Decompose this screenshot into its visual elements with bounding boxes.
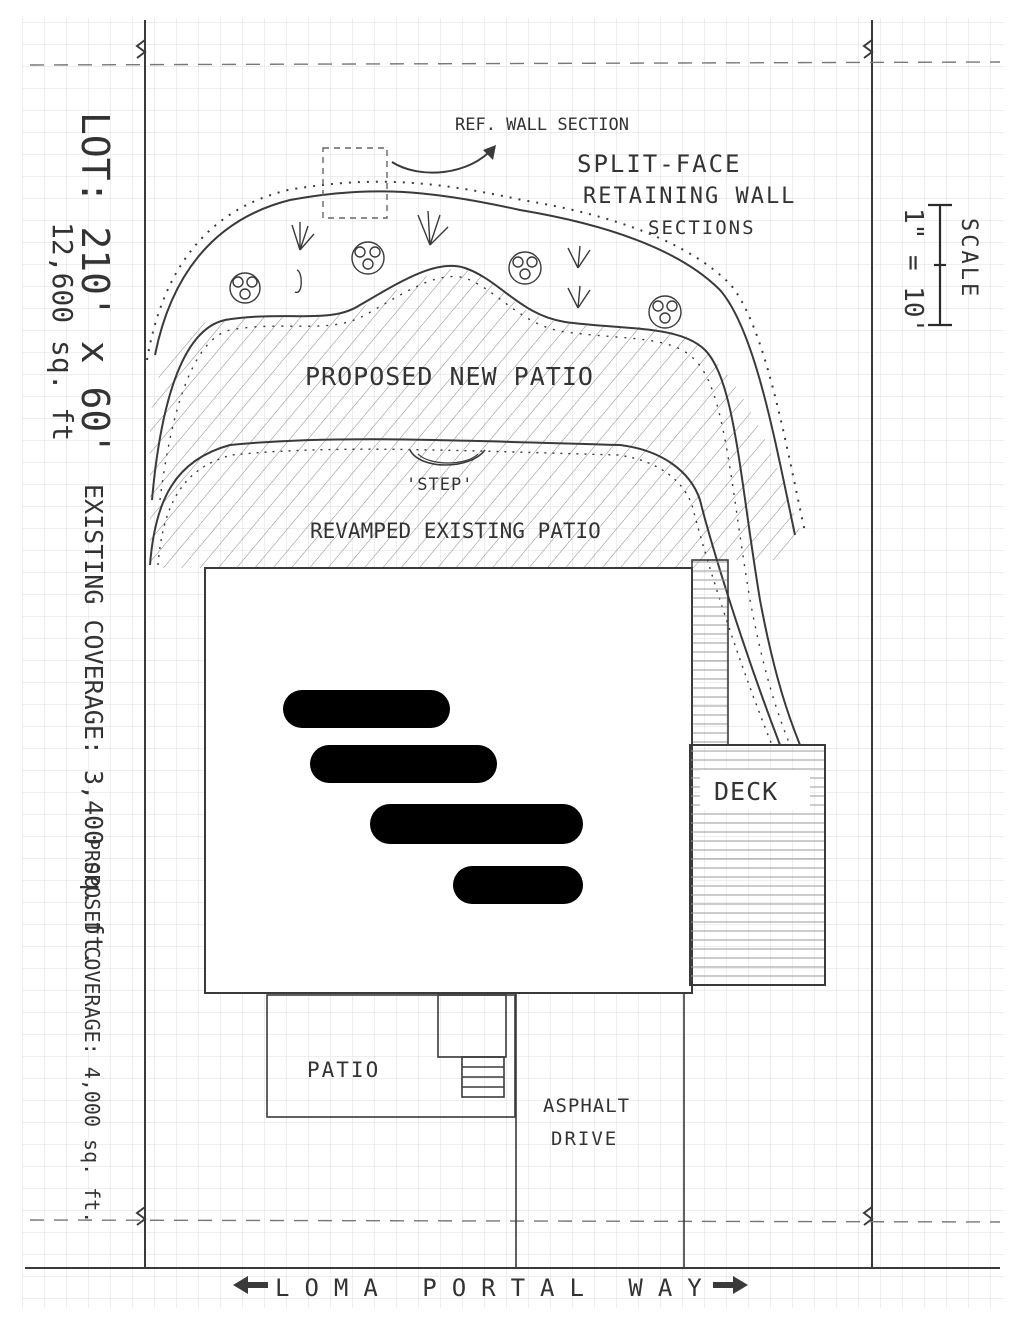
proposed-patio-label: PROPOSED NEW PATIO: [305, 362, 594, 391]
redaction-bar: [283, 690, 450, 728]
redaction-bars: [283, 690, 583, 904]
front-patio: [266, 994, 516, 1118]
proposed-coverage: PROPOSED COVERAGE: 4,000 sq. ft.: [80, 838, 104, 1223]
grass-icon: [291, 222, 315, 251]
scale-bar: [928, 203, 952, 327]
scale-label: SCALE: [956, 218, 981, 299]
wall-section-marker: [322, 147, 388, 219]
grass-icon: [567, 245, 591, 269]
asphalt-label-2: DRIVE: [551, 1128, 618, 1150]
scale-value: 1" = 10': [898, 208, 928, 333]
ref-wall-section-label: REF. WALL SECTION: [455, 115, 629, 135]
arrow-left-icon: [233, 1276, 268, 1294]
ref-arrow: [391, 147, 494, 174]
middle-retaining-wall: [151, 264, 801, 746]
lot-dimensions: LOT: 210' x 60': [73, 112, 117, 455]
property-lines: [25, 20, 1000, 1269]
street-name: LOMA PORTAL WAY: [275, 1274, 717, 1302]
outer-retaining-wall: [154, 190, 796, 536]
plant-hook-icon: [294, 269, 302, 293]
lot-area: 12,600 sq. ft: [46, 222, 79, 441]
split-face-label-2: RETAINING WALL: [583, 184, 796, 209]
existing-coverage: EXISTING COVERAGE: 3,400 sq. ft.: [79, 484, 108, 966]
shrub-icon: [351, 241, 385, 275]
patio-hatch: [150, 268, 800, 568]
shrub-icon: [229, 272, 261, 304]
deck-label-bg: [700, 770, 810, 810]
step-label: 'STEP': [406, 475, 473, 495]
grass-icon: [567, 285, 591, 309]
middle-wall-blocks: [159, 275, 791, 746]
redaction-bar: [310, 745, 497, 783]
planting-bed: [229, 210, 682, 329]
redaction-bar: [370, 804, 583, 844]
asphalt-label-1: ASPHALT: [543, 1095, 630, 1117]
deck-label: DECK: [714, 777, 778, 806]
front-area: [266, 993, 685, 1268]
split-face-label-3: SECTIONS: [648, 217, 756, 239]
setback-lines: [29, 61, 1001, 1223]
redaction-bar: [453, 866, 583, 904]
revamped-patio-label: REVAMPED EXISTING PATIO: [310, 519, 601, 543]
street-arrows: [233, 1276, 748, 1294]
shrub-icon: [648, 295, 682, 329]
grass-icon: [417, 210, 449, 246]
front-patio-label: PATIO: [307, 1058, 380, 1082]
arrow-right-icon: [713, 1276, 748, 1294]
side-stairs: [691, 559, 729, 746]
split-face-label-1: SPLIT-FACE: [577, 150, 742, 178]
arrow-head-icon: [483, 145, 496, 160]
step-arc: [409, 449, 486, 466]
shrub-icon: [508, 251, 542, 285]
step-arc-inner: [417, 453, 479, 464]
inner-wall-blocks: [157, 448, 773, 746]
